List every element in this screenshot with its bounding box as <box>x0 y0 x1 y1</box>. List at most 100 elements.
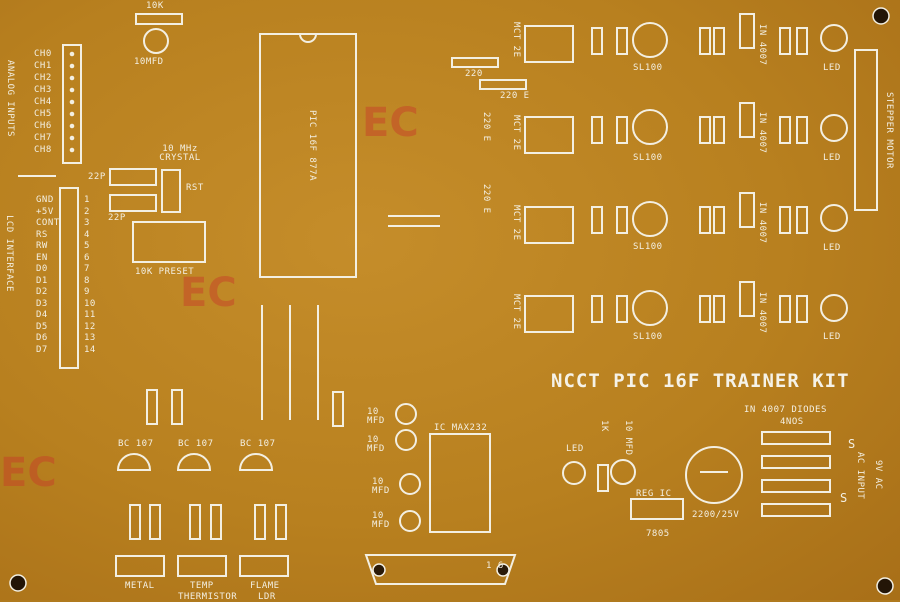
led-label: LED <box>823 243 841 253</box>
mount-hole <box>9 574 27 592</box>
cap-10mfd-label: 10 MFD <box>367 407 385 426</box>
power-led-label: LED <box>566 444 584 454</box>
output-channel-2 <box>524 102 848 154</box>
mount-hole <box>876 577 894 595</box>
lcd-pin-label: D1 <box>36 275 48 286</box>
channel-label: CH4 <box>34 97 52 107</box>
cap-22p-footprint <box>109 194 157 212</box>
cap-big-label: 2200/25V <box>692 510 740 520</box>
sl100-label: SL100 <box>633 153 663 163</box>
lcd-pin-number: 14 <box>84 344 96 355</box>
moc-label: MCT 2E <box>511 205 521 241</box>
reg-num-label: 7805 <box>646 529 670 539</box>
in4007-label: IN 4007 <box>757 292 767 334</box>
lcd-pin-label: RS <box>36 229 48 240</box>
db9-pin-label: 1 6 <box>486 561 504 571</box>
output-channel-4 <box>524 281 848 333</box>
pic-ic-label: PIC 16F 877A <box>307 110 317 182</box>
metal-label: METAL <box>125 581 155 591</box>
bleed-through-marking: EC <box>0 450 57 496</box>
lcd-pin-number: 7 <box>84 264 90 274</box>
in4007-label: IN 4007 <box>757 24 767 66</box>
lcd-pin-label: D6 <box>36 333 48 343</box>
lcd-pin-label: D2 <box>36 287 48 297</box>
lcd-pin-number: 2 <box>84 206 90 217</box>
lcd-pin-label: EN <box>36 252 48 263</box>
lcd-pin-number: 10 <box>84 298 96 309</box>
sl100-label: SL100 <box>633 332 663 342</box>
lcd-pin-label: D4 <box>36 310 48 320</box>
bc107-label: BC 107 <box>178 439 214 449</box>
bc107-label: BC 107 <box>240 439 276 449</box>
ldr-label: LDR <box>258 592 276 602</box>
led-label: LED <box>823 332 841 342</box>
in4007-label: IN 4007 <box>757 112 767 154</box>
flame-label: FLAME <box>250 581 280 591</box>
ac-volt-label: 9V AC <box>873 460 883 490</box>
lcd-pin-number: 13 <box>84 333 96 343</box>
cap-10mfd-top <box>143 28 169 54</box>
cap-10mfd-label: 10 MFD <box>372 511 390 530</box>
lcd-pin-label: D0 <box>36 264 48 274</box>
ac-s-label: S <box>840 491 848 505</box>
r220-label-c: 220 E <box>481 112 491 142</box>
lcd-pin-label: D3 <box>36 298 48 309</box>
channel-label: CH1 <box>34 61 52 71</box>
resistor-10k-top <box>135 13 183 25</box>
cap-top-label: 10MFD <box>134 57 164 67</box>
analog-header <box>62 44 82 164</box>
db9-connector <box>364 554 517 585</box>
lcd-pin-label: GND <box>36 195 54 205</box>
lcd-pin-label: RW <box>36 241 48 251</box>
resistor-top-label: 10K <box>146 1 164 11</box>
lcd-pin-number: 4 <box>84 229 90 240</box>
board-title: NCCT PIC 16F TRAINER KIT <box>551 370 850 392</box>
max232-label: IC MAX232 <box>434 423 488 433</box>
power-resistor-label: 1K <box>599 420 609 432</box>
sensor-section <box>115 389 344 577</box>
ac-s-label: S <box>848 437 856 451</box>
preset-label: 10K PRESET <box>135 267 195 277</box>
capacitor-2200uf <box>685 446 743 504</box>
lcd-interface-label: LCD INTERFACE <box>4 215 14 292</box>
lcd-pin-number: 6 <box>84 252 90 263</box>
moc-label: MCT 2E <box>511 115 521 151</box>
mount-hole <box>872 7 890 25</box>
r220-label-d: 220 E <box>481 184 491 214</box>
lcd-pin-number: 1 <box>84 195 90 205</box>
channel-label: CH2 <box>34 73 52 83</box>
crystal-footprint <box>109 168 157 186</box>
crystal-label: 10 MHz CRYSTAL <box>159 144 201 163</box>
analog-inputs-label: ANALOG INPUTS <box>5 60 15 137</box>
lcd-pin-number: 9 <box>84 287 90 297</box>
rst-label: RST <box>186 183 204 193</box>
analog-channel-list: CH0 CH1 CH2 CH3 CH4 CH5 CH6 CH7 CH8 <box>34 50 52 158</box>
lcd-pin-number: 11 <box>84 310 96 320</box>
channel-label: CH8 <box>34 145 52 155</box>
cap-10mfd-label: 10 MFD <box>372 477 390 496</box>
bc107-label: BC 107 <box>118 439 154 449</box>
moc-label: MCT 2E <box>511 294 521 330</box>
cap-10mfd-label: 10 MFD <box>367 435 385 454</box>
lcd-header <box>59 187 79 369</box>
pic-ic-socket <box>259 33 357 278</box>
rst-switch-footprint <box>161 169 181 213</box>
led-label: LED <box>823 63 841 73</box>
sl100-label: SL100 <box>633 242 663 252</box>
led-label: LED <box>823 153 841 163</box>
ac-input-label: AC INPUT <box>855 452 865 500</box>
lcd-pin-label: +5V <box>36 206 54 217</box>
output-channel-3 <box>524 192 848 244</box>
lcd-pin-label: D7 <box>36 344 48 355</box>
output-channel-1 <box>524 13 848 63</box>
temp-label: TEMP <box>190 581 214 591</box>
diodes-sub-label: 4NOS <box>780 417 804 427</box>
reg-ic-label: REG IC <box>636 489 672 499</box>
lcd-pin-label: CONT <box>36 218 60 228</box>
lcd-pin-label: D5 <box>36 321 48 332</box>
cap-22p-label-b: 22P <box>108 213 126 223</box>
preset-footprint <box>132 221 206 263</box>
channel-label: CH6 <box>34 121 52 131</box>
r220-label-a: 220 <box>465 69 483 79</box>
